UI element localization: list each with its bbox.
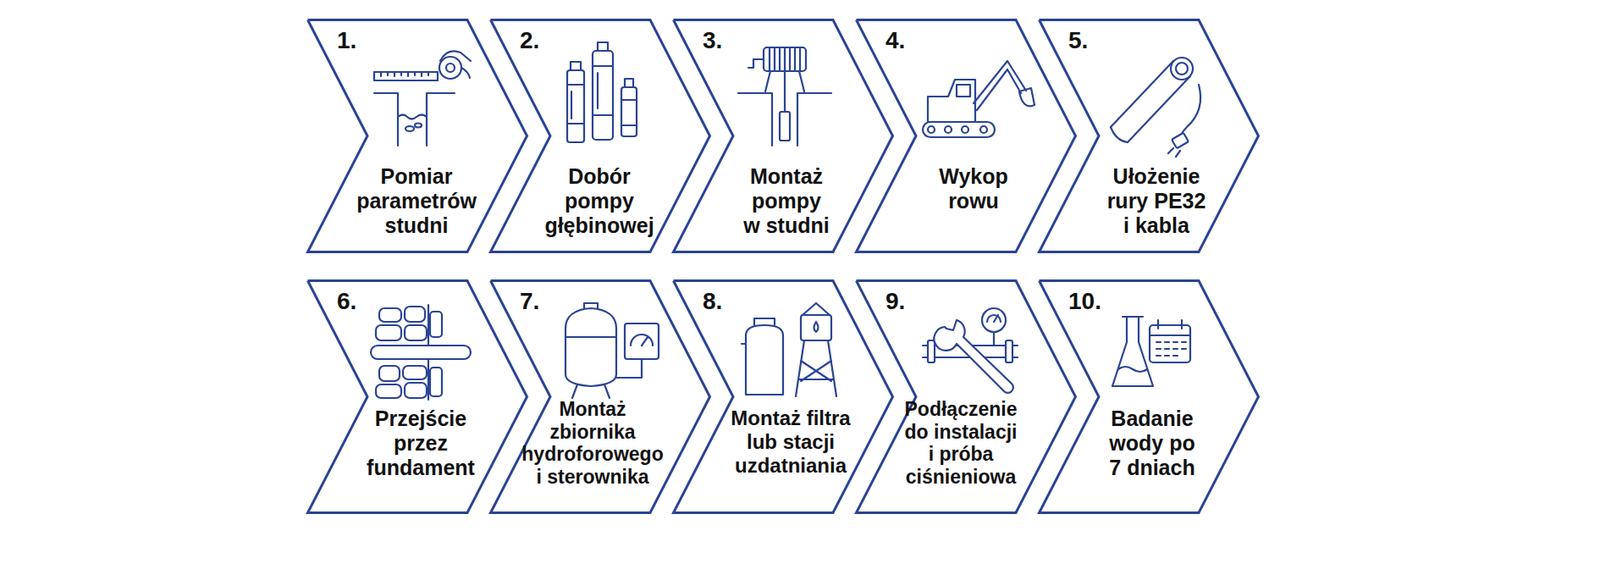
step-number: 8. (702, 289, 723, 314)
measure-icon (374, 50, 471, 146)
step-chevron: 6. Przejście przez fundament (306, 279, 529, 514)
step-number: 3. (702, 28, 723, 53)
step-chevron: 4. Wykop rowu (855, 18, 1077, 254)
step-chevron: 8. Montaż filtra lub stacji uzdatniania (672, 279, 894, 514)
step-chevron: 7. Montaż zbiornika hydroforowego i stero… (489, 279, 712, 514)
winch-icon (738, 47, 832, 146)
wrench-gauge-icon (922, 308, 1018, 393)
excavator-icon (922, 60, 1035, 138)
step-label: Wykop rowu (926, 164, 1021, 214)
step-number: 1. (336, 28, 357, 53)
pumps-icon (567, 42, 637, 143)
chevron-outline (855, 18, 1077, 254)
pipe-cable-icon (1110, 57, 1201, 157)
step-chevron: 10. Badanie wody po 7 dniach (1037, 279, 1260, 514)
tank-controller-icon (565, 303, 659, 398)
step-chevron: 5. Ułożenie rury PE32 i kabla (1037, 18, 1260, 254)
step-label: Ułożenie rury PE32 i kabla (1104, 164, 1209, 238)
step-chevron: 2. Dobór pompy głębinowej (489, 18, 712, 254)
step-chevron: 1. Pomiar parametrów studni (306, 18, 529, 254)
step-number: 6. (336, 289, 357, 314)
step-number: 2. (519, 28, 540, 53)
step-number: 7. (519, 289, 540, 314)
step-chevron: 3. Montaż pompy w studni (672, 18, 894, 254)
step-label: Badanie wody po 7 dniach (1105, 406, 1199, 480)
foundation-icon (370, 304, 471, 400)
step-label: Pomiar parametrów studni (342, 164, 492, 238)
step-label: Montaż zbiornika hydroforowego i sterown… (519, 397, 666, 489)
step-label: Dobór pompy głębinowej (538, 164, 662, 238)
step-label: Podłączenie do instalacji i próba ciśnie… (903, 397, 1019, 489)
chevron-outline (672, 279, 894, 514)
flask-calendar-icon (1112, 316, 1191, 387)
step-number: 4. (885, 28, 905, 53)
step-label: Przejście przez fundament (361, 406, 480, 480)
step-label: Montaż pompy w studni (742, 164, 832, 238)
step-number: 10. (1068, 289, 1102, 314)
step-number: 9. (885, 289, 905, 314)
filter-tower-icon (741, 303, 837, 397)
step-number: 5. (1068, 28, 1088, 53)
step-label: Montaż filtra lub stacji uzdatniania (727, 406, 855, 477)
step-chevron: 9. Podłączenie do instalacji i próba ciśn… (855, 279, 1077, 514)
